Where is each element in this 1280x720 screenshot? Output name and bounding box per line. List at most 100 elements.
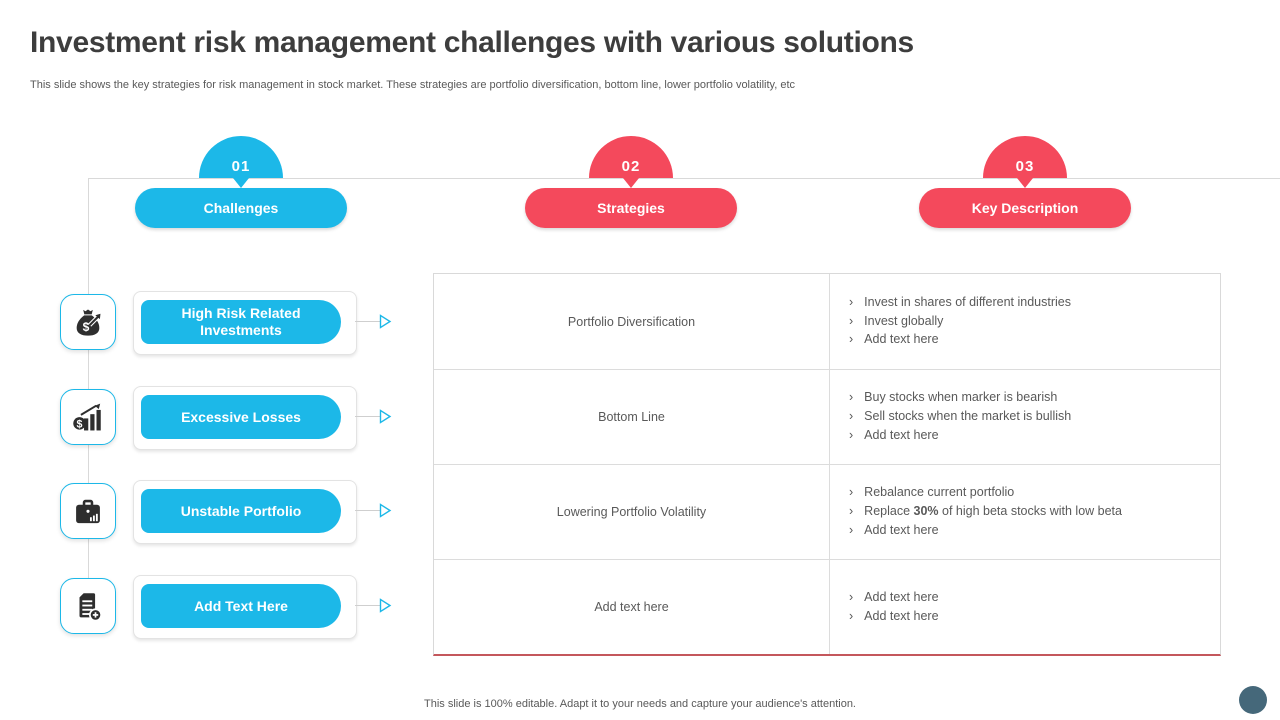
bullet-text: Add text here	[864, 522, 939, 537]
chevron-bullet-icon: ›	[849, 522, 854, 537]
number-badge: 01	[199, 136, 283, 178]
bullet-item: › Add text here	[849, 523, 1122, 539]
challenge-row: $ Excessive Losses	[60, 386, 395, 450]
strategy-cell: Lowering Portfolio Volatility	[434, 464, 829, 559]
bullet-list: ›Invest in shares of different industrie…	[849, 295, 1071, 348]
bullet-text: Sell stocks when the market is bullish	[864, 409, 1072, 424]
chevron-bullet-icon: ›	[849, 608, 854, 623]
bullet-text: Replace 30% of high beta stocks with low…	[864, 504, 1122, 519]
description-cell: ›Invest in shares of different industrie…	[829, 274, 1220, 369]
bullet-list: › Rebalance current portfolio › Replace 30%…	[849, 485, 1122, 538]
corner-circle-decoration	[1239, 686, 1267, 714]
bullet-list: › Add text here › Add text here	[849, 590, 939, 625]
strategy-cell: Add text here	[434, 559, 829, 654]
connector-arrow-icon	[379, 409, 392, 429]
column-header: 02 Strategies	[525, 136, 737, 228]
connector-arrow-icon	[379, 314, 392, 334]
challenge-icon-box: $	[60, 294, 116, 350]
chevron-bullet-icon: ›	[849, 427, 854, 442]
challenge-pill: High Risk Related Investments	[141, 300, 341, 344]
challenge-label: High Risk Related Investments	[181, 305, 301, 338]
bullet-item: › Invest globally	[849, 314, 1071, 330]
connector-line	[355, 510, 381, 511]
bullet-item: › Buy stocks when marker is bearish	[849, 390, 1071, 406]
right-arrow-icon	[379, 503, 392, 518]
bullet-text: Add text here	[864, 589, 939, 604]
strategy-label: Portfolio Diversification	[567, 314, 696, 329]
column-header-pill: Strategies	[525, 188, 737, 228]
challenge-icon-box	[60, 483, 116, 539]
bullet-item: › Rebalance current portfolio	[849, 485, 1122, 501]
bullet-text: Add text here	[864, 608, 939, 623]
briefcase-icon	[76, 499, 100, 524]
page-title: Investment risk management challenges wi…	[30, 26, 914, 59]
connector-line	[355, 605, 381, 606]
description-cell: › Buy stocks when marker is bearish › Sell …	[829, 369, 1220, 464]
bullet-text: Add text here	[864, 427, 939, 442]
chevron-bullet-icon: ›	[849, 409, 854, 424]
column-header-label: Challenges	[203, 200, 279, 216]
connector-arrow-icon	[379, 598, 392, 618]
column-header-pill: Challenges	[135, 188, 347, 228]
strategy-table: Portfolio Diversification ›Invest in sha…	[433, 273, 1221, 656]
column-header: 03 Key Description	[919, 136, 1131, 228]
bullet-item: › Add text here	[849, 590, 939, 606]
bullet-item: › Replace 30% of high beta stocks with lo…	[849, 504, 1122, 520]
challenge-row: Add Text Here	[60, 575, 395, 639]
number-label: 03	[1015, 158, 1035, 175]
badge-pointer	[233, 178, 249, 188]
growth-chart-icon: $	[73, 403, 101, 431]
strategy-label: Bottom Line	[598, 410, 665, 424]
bullet-list: › Buy stocks when marker is bearish › Sell …	[849, 390, 1071, 443]
description-cell: › Rebalance current portfolio › Replace 30%…	[829, 464, 1220, 559]
bullet-text: Buy stocks when marker is bearish	[864, 390, 1058, 405]
right-arrow-icon	[379, 598, 392, 613]
strategy-cell: Bottom Line	[434, 369, 829, 464]
badge-pointer	[1017, 178, 1033, 188]
challenge-label: Add Text Here	[194, 597, 288, 614]
chevron-bullet-icon: ›	[849, 313, 854, 328]
svg-text:$: $	[77, 418, 83, 430]
challenge-row: $ High Risk Related Investments	[60, 291, 395, 355]
column-header-label: Strategies	[597, 200, 665, 216]
bullet-item: › Sell stocks when the market is bullish	[849, 409, 1071, 425]
challenge-pill: Unstable Portfolio	[141, 489, 341, 533]
challenge-pill: Excessive Losses	[141, 395, 341, 439]
number-label: 01	[231, 158, 251, 175]
column-header-pill: Key Description	[919, 188, 1131, 228]
column-header: 01 Challenges	[135, 136, 347, 228]
bullet-text: Add text here	[864, 332, 939, 347]
number-badge: 02	[589, 136, 673, 178]
chevron-bullet-icon: ›	[849, 504, 854, 519]
money-bag-icon: $	[76, 309, 101, 336]
strategy-cell: Portfolio Diversification	[434, 274, 829, 369]
svg-text:$: $	[83, 320, 90, 334]
footer-note: This slide is 100% editable. Adapt it to…	[424, 698, 856, 710]
right-arrow-icon	[379, 314, 392, 329]
challenge-pill: Add Text Here	[141, 584, 341, 628]
page-subtitle: This slide shows the key strategies for …	[30, 79, 796, 91]
bullet-item: ›Invest in shares of different industrie…	[849, 295, 1071, 311]
right-arrow-icon	[379, 409, 392, 424]
description-cell: › Add text here › Add text here	[829, 559, 1220, 654]
chevron-bullet-icon: ›	[849, 332, 854, 347]
horizontal-divider	[88, 178, 1280, 179]
bullet-text: Rebalance current portfolio	[864, 485, 1015, 500]
strategy-label: Add text here	[594, 600, 669, 614]
chevron-bullet-icon: ›	[849, 589, 854, 604]
challenge-icon-box: $	[60, 389, 116, 445]
connector-line	[355, 321, 381, 322]
strategy-label: Lowering Portfolio Volatility	[556, 505, 707, 519]
bullet-item: › Add text here	[849, 428, 1071, 444]
challenge-row: Unstable Portfolio	[60, 480, 395, 544]
chevron-bullet-icon: ›	[849, 390, 854, 405]
bullet-item: › Add text here	[849, 332, 1071, 348]
challenge-label: Excessive Losses	[181, 408, 301, 425]
bullet-item: › Add text here	[849, 609, 939, 625]
chevron-bullet-icon: ›	[849, 485, 854, 500]
bullet-text: Invest globally	[864, 313, 944, 328]
connector-line	[355, 416, 381, 417]
chevron-bullet-icon: ›	[849, 294, 854, 309]
number-label: 02	[621, 158, 641, 175]
